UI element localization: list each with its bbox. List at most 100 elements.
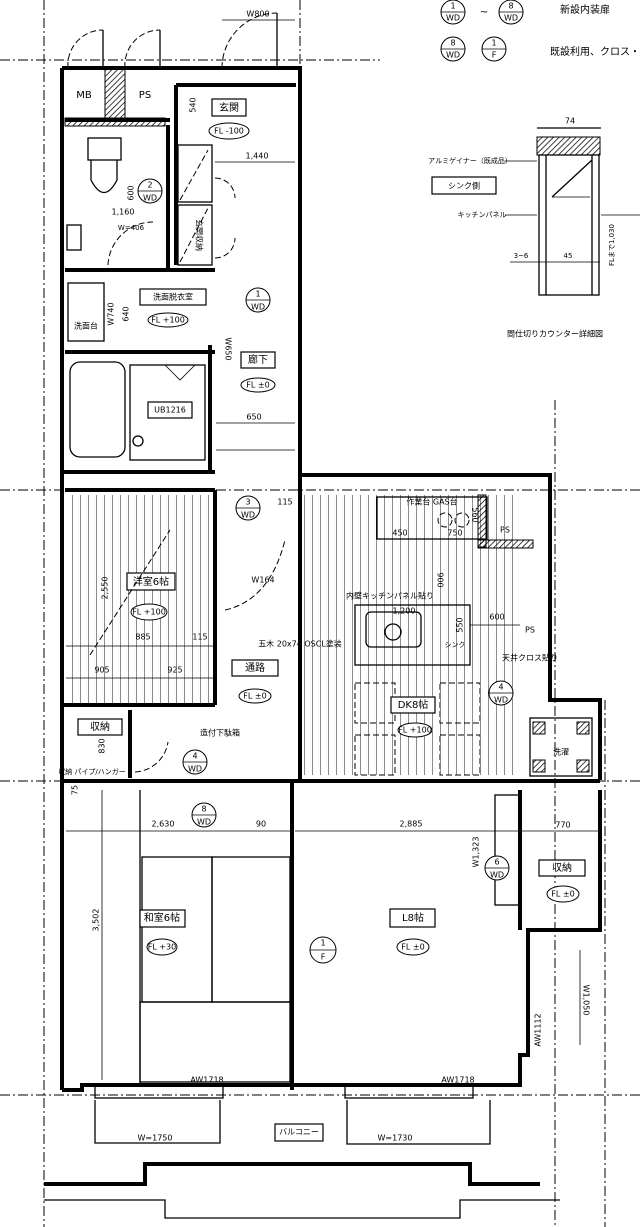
svg-text:830: 830 bbox=[98, 738, 107, 753]
svg-text:3,502: 3,502 bbox=[92, 909, 101, 932]
svg-text:収納: 収納 bbox=[552, 861, 572, 874]
svg-text:2,885: 2,885 bbox=[400, 820, 423, 829]
svg-text:550: 550 bbox=[456, 617, 465, 632]
svg-text:FL +30: FL +30 bbox=[148, 943, 176, 952]
svg-text:W1,050: W1,050 bbox=[582, 985, 591, 1016]
svg-text:アルミゲイナー（既成品）: アルミゲイナー（既成品） bbox=[428, 156, 512, 165]
svg-text:1: 1 bbox=[320, 939, 325, 948]
svg-text:F: F bbox=[492, 51, 497, 60]
svg-text:FL ±0: FL ±0 bbox=[401, 943, 424, 952]
japanese-room: 2,630 90 3,502 和室6帖 FL +30 bbox=[66, 790, 291, 1085]
svg-text:WD: WD bbox=[494, 696, 508, 705]
door-tag-8-wd: 8WD bbox=[191, 802, 217, 828]
door-legend: 1WD ~ 8WD 新設内装扉 8WD 1F 既設利用、クロス・ bbox=[440, 0, 640, 62]
western-room: 洋室6帖 FL +100 2,550 885 115 905 925 bbox=[66, 529, 215, 679]
svg-text:4: 4 bbox=[498, 683, 503, 692]
svg-text:3: 3 bbox=[245, 498, 250, 507]
svg-text:FLまで1,030: FLまで1,030 bbox=[608, 224, 616, 266]
svg-text:洗面台: 洗面台 bbox=[74, 321, 98, 331]
legend-existing-note: 既設利用、クロス・ bbox=[550, 45, 640, 58]
living-room: 2,885 L8帖 FL ±0 W1,323 bbox=[295, 794, 600, 956]
svg-text:560: 560 bbox=[471, 507, 480, 522]
dk-label: DK8帖 bbox=[398, 698, 429, 711]
svg-text:W1,323: W1,323 bbox=[472, 837, 481, 868]
svg-text:900: 900 bbox=[436, 572, 445, 587]
svg-text:1: 1 bbox=[450, 2, 455, 11]
svg-text:FL ±0: FL ±0 bbox=[243, 692, 266, 701]
svg-text:玄関収納: 玄関収納 bbox=[195, 219, 205, 251]
svg-text:2,550: 2,550 bbox=[101, 577, 110, 600]
svg-text:FL +100: FL +100 bbox=[398, 726, 432, 735]
svg-text:内壁キッチンパネル貼り: 内壁キッチンパネル貼り bbox=[346, 591, 434, 601]
svg-text:8: 8 bbox=[508, 2, 513, 11]
door-tag-1-wd: 1WD bbox=[245, 287, 271, 313]
svg-text:640: 640 bbox=[122, 306, 131, 321]
svg-text:W740: W740 bbox=[107, 302, 116, 325]
entrance: 玄関 FL -100 540 1,440 bbox=[189, 97, 295, 163]
shoe-storage: 玄関収納 bbox=[177, 144, 236, 266]
svg-text:WD: WD bbox=[197, 818, 211, 827]
door-tag-4-wd-dk: 4WD bbox=[488, 680, 514, 706]
door-tag-6-wd: 6WD bbox=[484, 855, 510, 881]
svg-text:造付下駄箱: 造付下駄箱 bbox=[200, 728, 240, 738]
svg-text:8: 8 bbox=[201, 805, 206, 814]
svg-text:WD: WD bbox=[188, 765, 202, 774]
svg-text:75: 75 bbox=[71, 785, 80, 795]
japanese-label: 和室6帖 bbox=[144, 911, 180, 924]
detail-title: 間仕切りカウンター詳細図 bbox=[507, 329, 603, 339]
svg-text:FL ±0: FL ±0 bbox=[246, 381, 269, 390]
walls bbox=[60, 66, 602, 1092]
svg-text:シンク側: シンク側 bbox=[448, 181, 480, 191]
svg-text:MB: MB bbox=[76, 90, 92, 101]
bath-label: UB1216 bbox=[154, 406, 186, 415]
svg-text:PS: PS bbox=[139, 90, 151, 101]
bathroom: UB1216 bbox=[69, 361, 206, 461]
svg-text:115: 115 bbox=[192, 633, 207, 642]
svg-text:WD: WD bbox=[143, 194, 157, 203]
washroom: 洗面脱衣室 FL +100 洗面台 W740 640 bbox=[67, 282, 207, 342]
svg-text:1: 1 bbox=[255, 290, 260, 299]
svg-text:W650: W650 bbox=[224, 337, 233, 360]
svg-text:1,200: 1,200 bbox=[393, 607, 416, 616]
svg-text:8: 8 bbox=[450, 39, 455, 48]
door-tag-3-wd: 3WD bbox=[235, 495, 261, 521]
entrance-fl: FL -100 bbox=[214, 127, 244, 136]
svg-text:905: 905 bbox=[94, 666, 109, 675]
washroom-label: 洗面脱衣室 bbox=[153, 292, 193, 302]
western-room-flooring bbox=[68, 495, 213, 705]
svg-text:4: 4 bbox=[192, 752, 197, 761]
room-mb: MB bbox=[76, 90, 92, 101]
svg-text:W164: W164 bbox=[251, 576, 274, 585]
svg-text:WD: WD bbox=[446, 14, 460, 23]
counter-detail-drawing: 74 アルミゲイナー（既成品） シンク側 キッチンパネル 3~6 45 FLまで… bbox=[428, 117, 640, 339]
svg-text:キッチンパネル: キッチンパネル bbox=[458, 211, 507, 219]
svg-text:450: 450 bbox=[392, 529, 407, 538]
svg-text:WD: WD bbox=[241, 511, 255, 520]
balcony: AW1718 AW1718 W=1750 W=1730 バルコニー bbox=[44, 1076, 560, 1219]
kitchen: 作業台 GAS台 450 750 560 PS 900 1,200 550 シン… bbox=[346, 496, 558, 666]
living-label: L8帖 bbox=[402, 911, 424, 924]
svg-text:WD: WD bbox=[446, 51, 460, 60]
door-tag-2-wd: 2WD bbox=[137, 178, 163, 204]
svg-text:W800: W800 bbox=[246, 10, 269, 19]
svg-text:2: 2 bbox=[147, 181, 152, 190]
svg-text:600: 600 bbox=[127, 185, 136, 200]
svg-text:収納 パイプ/ハンガー: 収納 パイプ/ハンガー bbox=[58, 767, 126, 776]
svg-text:WD: WD bbox=[504, 14, 518, 23]
svg-text:PS: PS bbox=[500, 526, 510, 535]
laundry-area: 洗濯 bbox=[529, 717, 593, 777]
svg-text:925: 925 bbox=[167, 666, 182, 675]
door-tag-1-f: 1F bbox=[309, 936, 337, 964]
svg-text:1,160: 1,160 bbox=[112, 208, 135, 217]
hallway: 廊下 FL ±0 W650 650 bbox=[216, 337, 295, 451]
svg-text:W=1730: W=1730 bbox=[378, 1134, 413, 1143]
svg-text:WD: WD bbox=[251, 303, 265, 312]
svg-text:AW1718: AW1718 bbox=[441, 1076, 474, 1085]
svg-text:6: 6 bbox=[494, 858, 499, 867]
svg-text:74: 74 bbox=[565, 117, 575, 126]
svg-text:天井クロス貼り: 天井クロス貼り bbox=[502, 653, 558, 663]
svg-text:540: 540 bbox=[189, 97, 198, 112]
legend-tag-1-wd: 1WD bbox=[440, 0, 466, 25]
svg-text:2,630: 2,630 bbox=[152, 820, 175, 829]
